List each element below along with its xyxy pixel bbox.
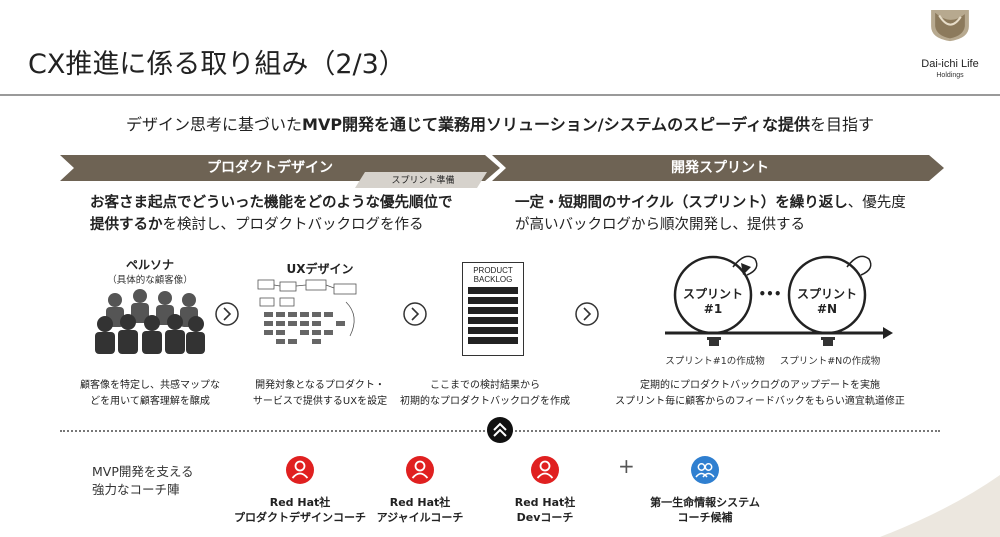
persona-subtitle: （具体的な顧客像） [95,272,205,286]
chevron-right-icon [574,301,600,327]
sprint-1-deliverable: スプリント#1の作成物 [650,353,780,367]
persona-crowd-image [95,286,205,354]
backlog-label-line2: BACKLOG [463,275,523,284]
logo-subtitle: Holdings [900,72,1000,79]
double-chevron-up-icon [486,416,514,444]
company-logo [920,6,980,60]
coach-support-label: MVP開発を支える強力なコーチ陣 [92,463,194,499]
page-subtitle: デザイン思考に基づいたMVP開発を通じて業務用ソリューション/システムのスピーデ… [0,111,1000,135]
product-design-label: プロダクトデザイン [160,157,380,177]
backlog-caption: ここまでの検討結果から初期的なプロダクトバックログを作成 [390,378,580,410]
users-icon [690,455,720,485]
sprint-n-deliverable: スプリント#Nの作成物 [765,353,895,367]
persona-title: ペルソナ [100,256,200,273]
gift-icon [821,337,835,346]
decorative-swoosh [880,470,1000,537]
user-icon [405,455,435,485]
sprint-n-label: スプリント#N [787,285,867,316]
user-icon [530,455,560,485]
persona-caption: 顧客像を特定し、共感マップなどを用いて顧客理解を醸成 [60,378,240,410]
dev-sprint-label: 開発スプリント [600,157,840,177]
sprint-1-label: スプリント#1 [673,285,753,316]
logo-name: Dai-ichi Life [900,58,1000,70]
gift-icon [707,337,721,346]
ux-design-title: UXデザイン [270,260,370,277]
title-divider [0,94,1000,96]
ux-design-sketch [250,276,375,356]
chevron-right-icon [402,301,428,327]
sprint-prep-label: スプリント準備 [368,173,478,186]
coach-dl-systems: 第一生命情報システムコーチ候補 [625,455,785,525]
sprint-ellipsis: ••• [750,287,790,301]
product-design-lead: お客さま起点でどういった機能をどのような優先順位で 提供するかを検討し、プロダク… [90,192,453,236]
chevron-right-icon [214,301,240,327]
user-icon [285,455,315,485]
product-backlog-card: PRODUCT BACKLOG [462,262,524,356]
backlog-label-line1: PRODUCT [463,266,523,275]
dev-sprint-lead: 一定・短期間のサイクル（スプリント）を繰り返し、優先度 が高いバックログから順次… [515,192,906,236]
sprint-caption: 定期的にプロダクトバックログのアップデートを実施スプリント毎に顧客からのフィード… [600,378,920,410]
page-title: CX推進に係る取り組み（2/3） [28,42,406,81]
ux-caption: 開発対象となるプロダクト・サービスで提供するUXを設定 [235,378,405,410]
